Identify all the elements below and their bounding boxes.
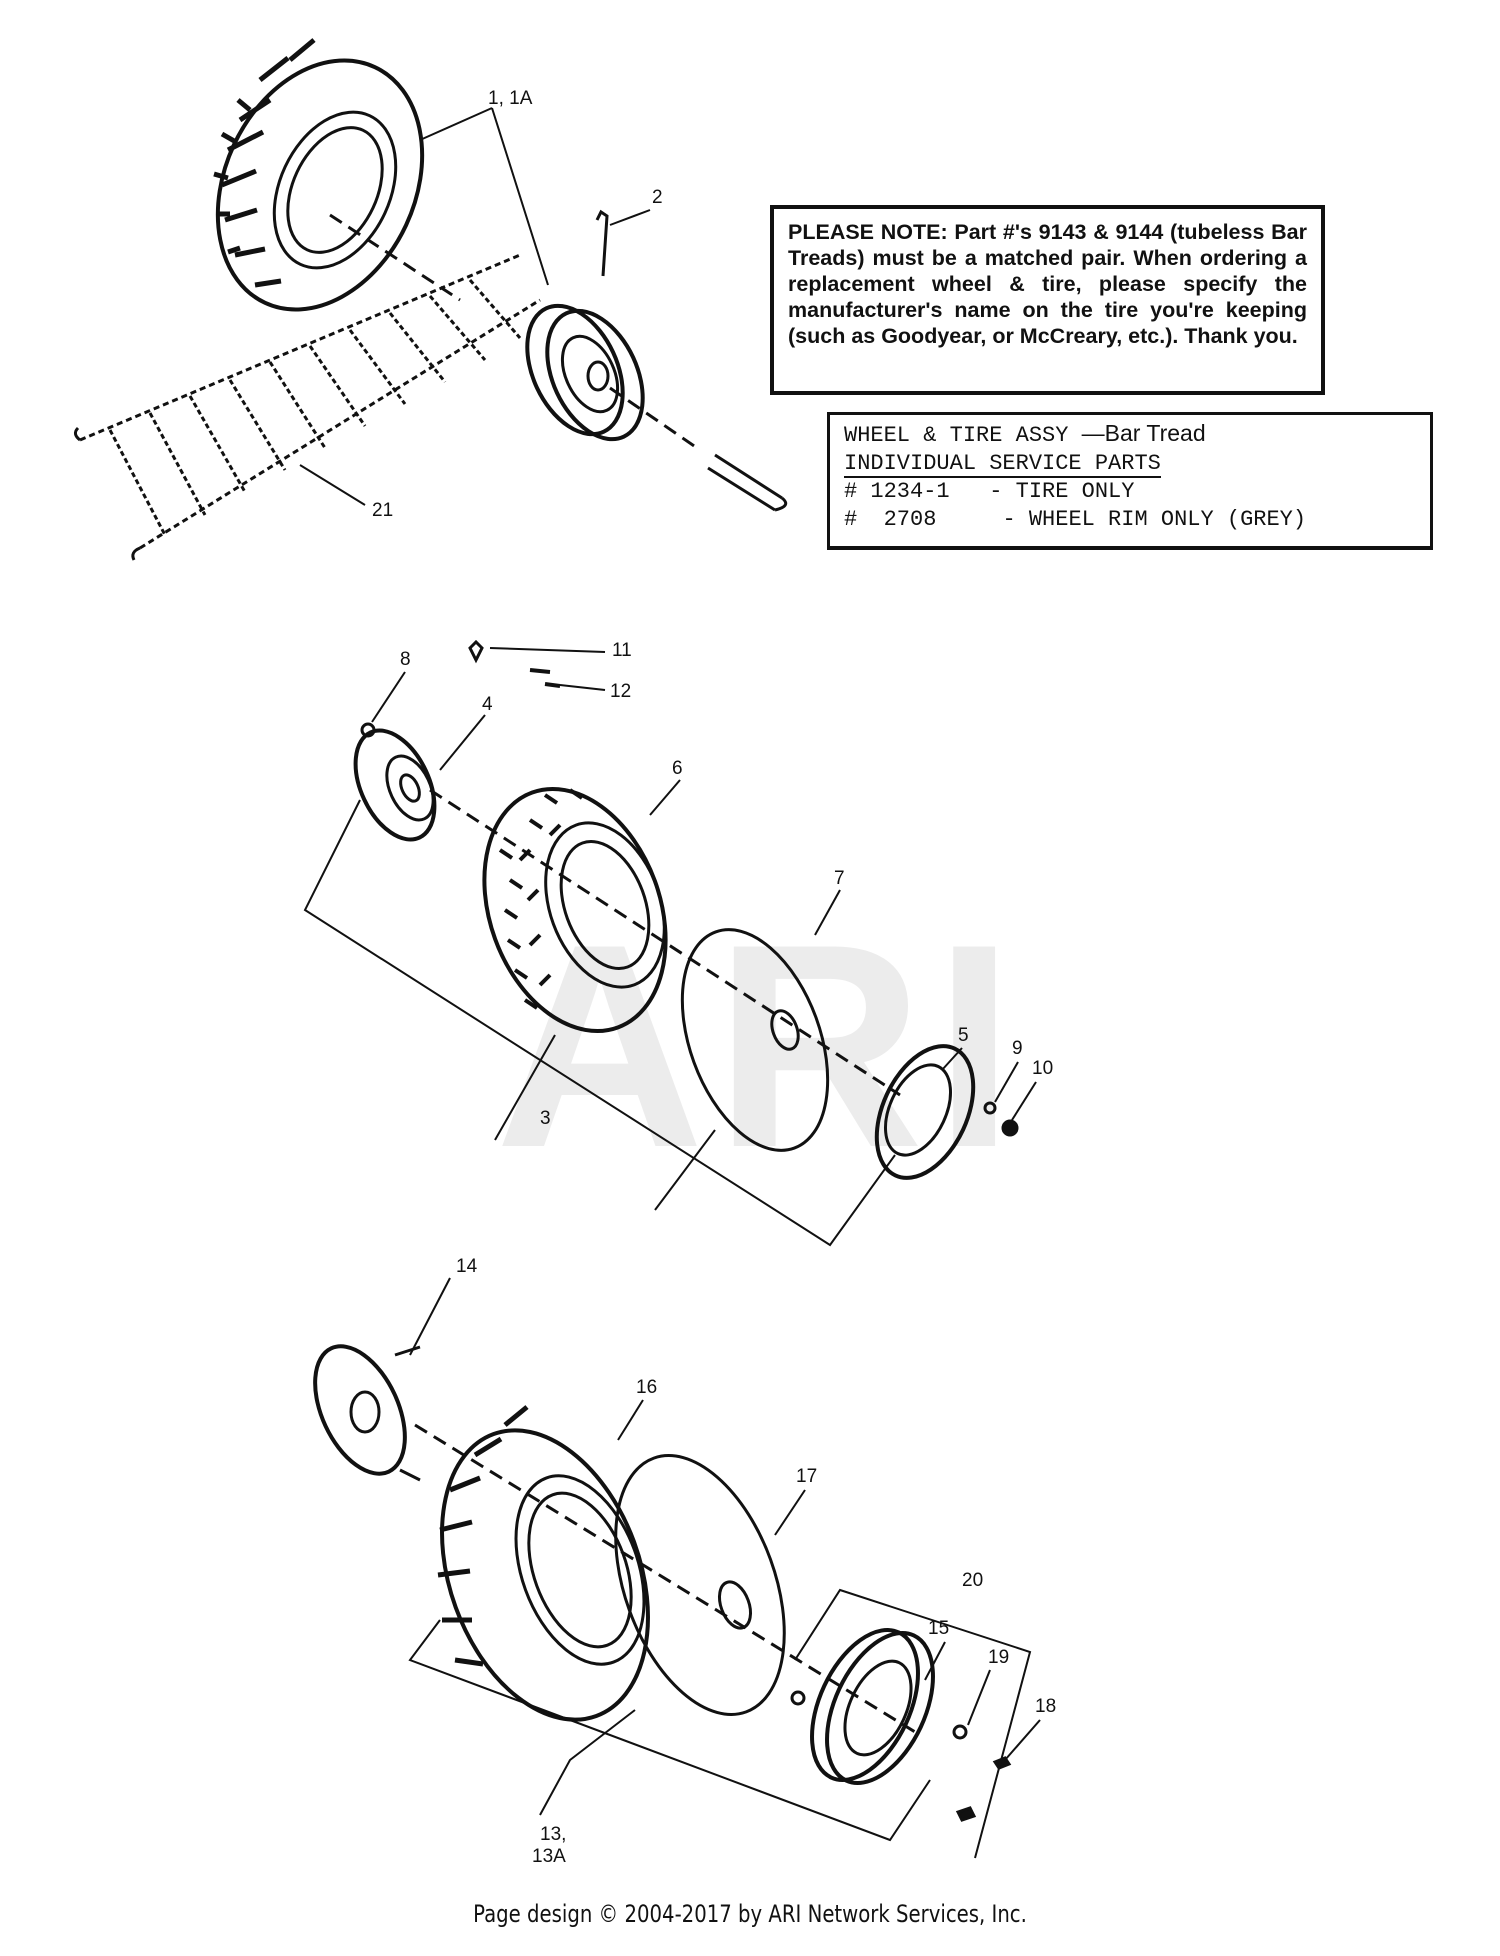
bracket-20 bbox=[794, 1588, 1032, 1859]
inner-tube-17 bbox=[614, 1454, 786, 1716]
bolt-lower bbox=[955, 1806, 977, 1822]
leader-18 bbox=[1004, 1719, 1041, 1761]
leader-21 bbox=[299, 464, 366, 506]
callout-7: 7 bbox=[834, 868, 845, 889]
callout-20: 20 bbox=[962, 1570, 983, 1591]
bracket-13 bbox=[408, 1619, 931, 1842]
callout-3: 3 bbox=[540, 1108, 551, 1129]
tire-chain bbox=[73, 253, 541, 561]
callout-17: 17 bbox=[796, 1466, 817, 1487]
callout-13: 13, bbox=[540, 1824, 566, 1845]
callout-6: 6 bbox=[672, 758, 683, 779]
callout-16: 16 bbox=[636, 1377, 657, 1398]
callout-1-1a: 1, 1A bbox=[488, 88, 533, 109]
leader-4 bbox=[439, 714, 486, 771]
leader-7 bbox=[814, 889, 841, 936]
callout-5: 5 bbox=[958, 1025, 969, 1046]
callout-18: 18 bbox=[1035, 1696, 1056, 1717]
service-parts-box: WHEEL & TIRE ASSY —Bar Tread INDIVIDUAL … bbox=[827, 412, 1433, 550]
axle-shaft bbox=[609, 386, 788, 512]
callout-21: 21 bbox=[372, 500, 393, 521]
callout-14: 14 bbox=[456, 1256, 478, 1277]
callout-15: 15 bbox=[928, 1618, 949, 1639]
callout-10: 10 bbox=[1032, 1058, 1053, 1079]
inner-tube-7 bbox=[680, 928, 830, 1152]
callout-9: 9 bbox=[1012, 1038, 1023, 1059]
wheel-rim-1 bbox=[525, 303, 645, 442]
callout-2: 2 bbox=[652, 187, 663, 208]
leader-19 bbox=[967, 1669, 991, 1726]
leader-16 bbox=[617, 1399, 644, 1441]
callout-19: 19 bbox=[988, 1647, 1009, 1668]
service-part-row: # 2708 - WHEEL RIM ONLY (GREY) bbox=[844, 507, 1307, 532]
leader-2 bbox=[609, 209, 651, 226]
hub-cap-14 bbox=[313, 1344, 421, 1482]
service-part-row: # 1234-1 - TIRE ONLY bbox=[844, 479, 1135, 504]
tractor-tire-16 bbox=[437, 1405, 650, 1722]
leader-14 bbox=[409, 1277, 451, 1356]
callout-13a: 13A bbox=[532, 1846, 566, 1867]
leader-8 bbox=[371, 671, 406, 723]
service-parts-title: WHEEL & TIRE ASSY —Bar Tread bbox=[844, 420, 1206, 448]
bar-tread-tire bbox=[213, 38, 425, 312]
callout-8: 8 bbox=[400, 649, 411, 670]
valve-12 bbox=[529, 668, 561, 688]
leader-5 bbox=[941, 1047, 963, 1071]
callout-4: 4 bbox=[482, 694, 493, 715]
valve-stem bbox=[790, 1690, 806, 1706]
leader-9 bbox=[994, 1061, 1019, 1103]
callout-11: 11 bbox=[612, 640, 632, 661]
wheel-rim-15 bbox=[810, 1628, 935, 1785]
leader-12 bbox=[559, 684, 606, 691]
wheel-half-5 bbox=[874, 1044, 976, 1180]
leader-11 bbox=[489, 647, 606, 653]
service-parts-subtitle: INDIVIDUAL SERVICE PARTS bbox=[844, 451, 1161, 478]
leader-6 bbox=[649, 779, 681, 816]
washer-19 bbox=[952, 1724, 968, 1740]
bolt-8 bbox=[360, 722, 376, 738]
please-note-box: PLEASE NOTE: Part #'s 9143 & 9144 (tubel… bbox=[770, 205, 1325, 395]
turf-tire-6 bbox=[482, 786, 668, 1034]
leader-15 bbox=[924, 1641, 946, 1681]
callout-12: 12 bbox=[610, 681, 631, 702]
leader-17 bbox=[774, 1489, 806, 1536]
leader-10 bbox=[1011, 1081, 1037, 1121]
pin-2 bbox=[595, 209, 609, 277]
nut-10 bbox=[1001, 1119, 1019, 1137]
footer-copyright: Page design © 2004-2017 by ARI Network S… bbox=[473, 1900, 1027, 1928]
leader-1 bbox=[419, 107, 549, 286]
washer-9 bbox=[983, 1101, 997, 1115]
valve-11 bbox=[468, 639, 484, 664]
hub-cap-4 bbox=[353, 728, 437, 842]
bracket-3 bbox=[303, 799, 896, 1247]
